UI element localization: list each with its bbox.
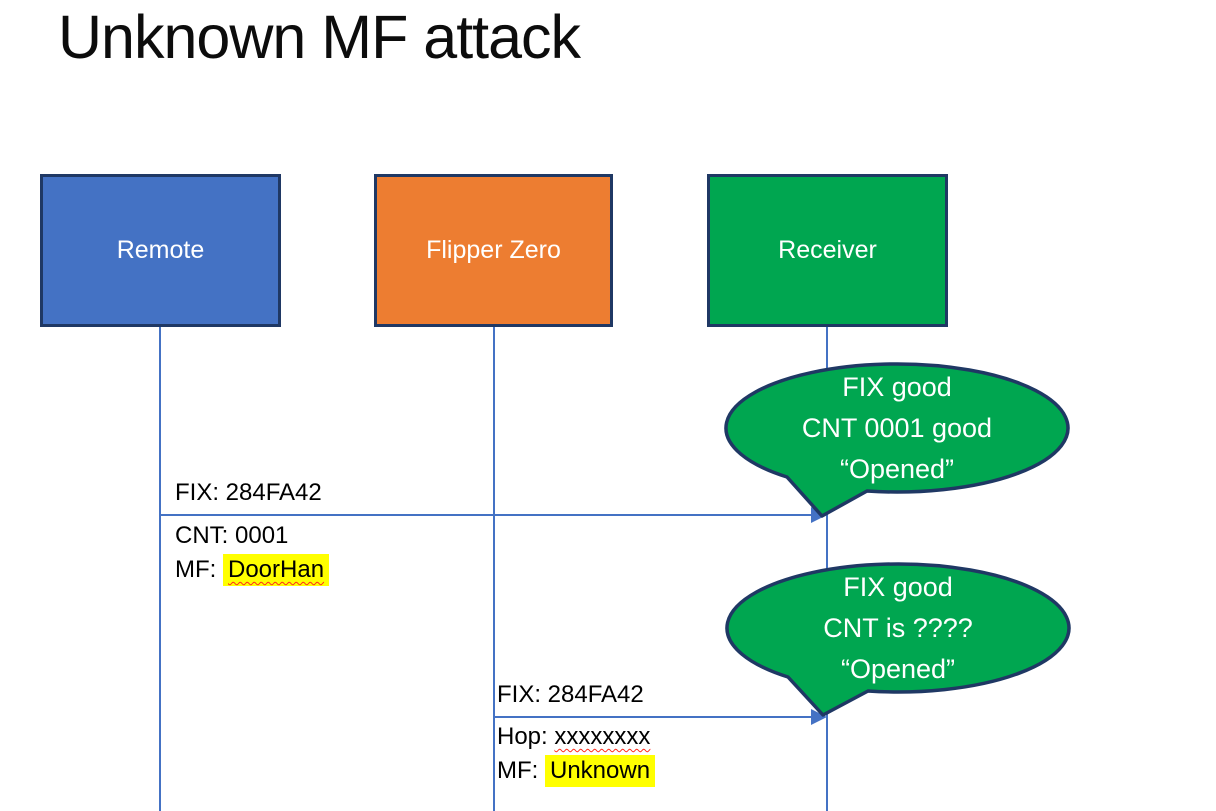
speech-bubble-1-text: FIX good CNT 0001 good “Opened” [726, 364, 1068, 492]
arrowhead-icon [811, 709, 827, 725]
message2-hop-label: Hop: xxxxxxxx [497, 723, 650, 751]
actor-box-remote: Remote [40, 174, 281, 327]
message2-mf-label: MF: Unknown [497, 755, 656, 787]
message1-mf-label: MF: DoorHan [175, 554, 330, 586]
message2-mf-prefix: MF: [497, 757, 545, 784]
actor-box-flipper-zero: Flipper Zero [374, 174, 613, 327]
bubble1-line3: “Opened” [839, 453, 955, 484]
actor-label-flipper-zero: Flipper Zero [426, 236, 561, 264]
speech-bubble-2-text: FIX good CNT is ???? “Opened” [727, 564, 1069, 692]
bubble2-line3: “Opened” [840, 653, 956, 684]
slide-title: Unknown MF attack [58, 3, 581, 71]
message-arrow-remote-to-receiver [159, 514, 812, 516]
lifeline-remote [159, 327, 161, 811]
message2-hop-value: xxxxxxxx [554, 723, 651, 750]
message2-hop-prefix: Hop: [497, 723, 555, 750]
message1-cnt-prefix: CNT: [175, 522, 235, 549]
bubble2-line2: CNT is ???? [823, 612, 973, 643]
message1-mf-prefix: MF: [175, 556, 223, 583]
actor-label-receiver: Receiver [778, 236, 877, 264]
message-arrow-flipper-to-receiver [493, 716, 812, 718]
lifeline-flipper-zero [493, 327, 495, 811]
message1-mf-value-highlighted: DoorHan [223, 554, 330, 586]
message1-cnt-value: 0001 [235, 522, 289, 549]
message2-mf-value-highlighted: Unknown [545, 755, 656, 787]
actor-label-remote: Remote [116, 236, 205, 264]
bubble1-line2: CNT 0001 good [801, 412, 993, 443]
bubble2-line1: FIX good [843, 571, 953, 602]
actor-box-receiver: Receiver [707, 174, 948, 327]
message1-fix-label: FIX: 284FA42 [175, 479, 322, 506]
arrowhead-icon [811, 507, 827, 523]
bubble1-line1: FIX good [842, 371, 952, 402]
message2-fix-label: FIX: 284FA42 [497, 681, 644, 708]
message1-cnt-label: CNT: 0001 [175, 522, 288, 550]
